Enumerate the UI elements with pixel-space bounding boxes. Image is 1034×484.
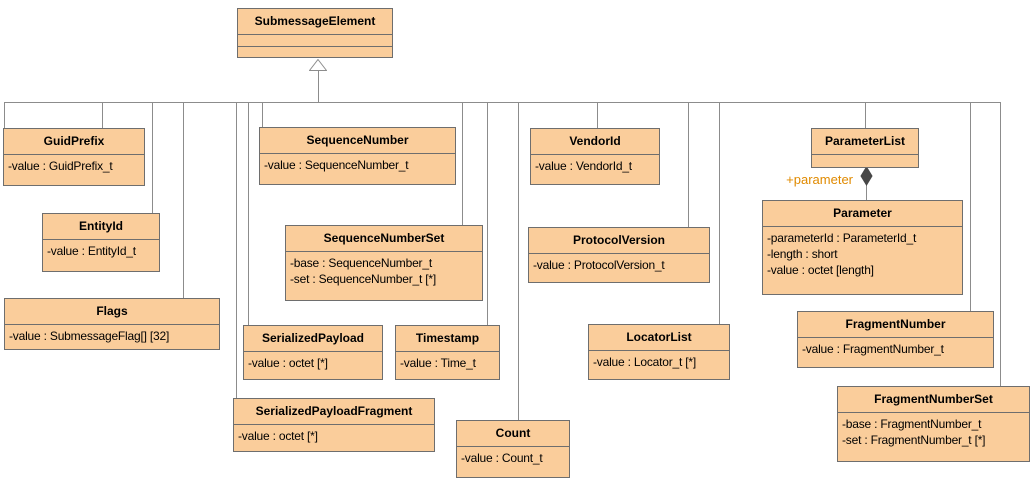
- generalization-drop-protocolversion: [688, 102, 689, 227]
- class-parameter[interactable]: Parameter -parameterId : ParameterId_t -…: [762, 200, 963, 295]
- class-title: FragmentNumber: [845, 317, 946, 331]
- attributes-compartment: -value : octet [*]: [234, 424, 434, 451]
- composition-diamond-icon: [860, 166, 873, 186]
- class-submessageelement[interactable]: SubmessageElement: [237, 8, 393, 58]
- attributes-compartment: -base : FragmentNumber_t -set : Fragment…: [838, 412, 1029, 461]
- generalization-riser: [318, 71, 319, 103]
- attributes-compartment: -value : GuidPrefix_t: [4, 154, 144, 185]
- generalization-drop-serializedpayloadfragment: [236, 102, 237, 398]
- class-vendorid[interactable]: VendorId -value : VendorId_t: [530, 128, 660, 185]
- class-attribute: -value : EntityId_t: [47, 244, 136, 258]
- class-title: ProtocolVersion: [572, 233, 666, 247]
- class-attribute: -value : ProtocolVersion_t: [533, 258, 665, 272]
- attributes-compartment-empty: [238, 34, 392, 46]
- class-attribute: -value : Time_t: [400, 356, 476, 370]
- class-protocolversion[interactable]: ProtocolVersion -value : ProtocolVersion…: [528, 227, 710, 283]
- attributes-compartment: -value : FragmentNumber_t: [798, 337, 993, 367]
- generalization-drop-fragmentnumber: [970, 102, 971, 311]
- class-title: SequenceNumber: [306, 133, 409, 147]
- class-title: LocatorList: [626, 330, 692, 344]
- class-locatorlist[interactable]: LocatorList -value : Locator_t [*]: [588, 324, 730, 380]
- operations-compartment-empty: [238, 45, 392, 58]
- class-attribute: -value : VendorId_t: [535, 159, 632, 173]
- class-flags[interactable]: Flags -value : SubmessageFlag[] [32]: [4, 298, 220, 350]
- class-sequencenumberset[interactable]: SequenceNumberSet -base : SequenceNumber…: [285, 225, 483, 301]
- generalization-drop-parameterlist: [865, 102, 866, 128]
- generalization-drop-sequencenumber: [262, 102, 263, 127]
- generalization-drop-guidprefix-left: [4, 102, 5, 128]
- class-timestamp[interactable]: Timestamp -value : Time_t: [395, 325, 500, 380]
- class-attribute: -value : octet [length]: [767, 263, 874, 277]
- generalization-arrow-icon: [309, 59, 327, 71]
- class-title: SerializedPayload: [261, 331, 365, 345]
- class-title: SubmessageElement: [254, 14, 376, 28]
- class-attribute: -value : octet [*]: [238, 429, 318, 443]
- attributes-compartment-empty: [812, 154, 918, 167]
- attributes-compartment: -value : ProtocolVersion_t: [529, 253, 709, 282]
- class-title: EntityId: [79, 219, 123, 233]
- attributes-compartment: -value : VendorId_t: [531, 154, 659, 184]
- composition-line: [866, 185, 867, 200]
- attributes-compartment: -value : EntityId_t: [43, 239, 159, 271]
- class-fragmentnumber[interactable]: FragmentNumber -value : FragmentNumber_t: [797, 311, 994, 368]
- class-parameterlist[interactable]: ParameterList: [811, 128, 919, 168]
- attributes-compartment: -parameterId : ParameterId_t -length : s…: [763, 226, 962, 294]
- class-title: ParameterList: [824, 134, 906, 148]
- attributes-compartment: -value : Time_t: [396, 351, 499, 379]
- attributes-compartment: -value : octet [*]: [244, 351, 382, 379]
- class-attribute: -length : short: [767, 247, 838, 261]
- class-title: SerializedPayloadFragment: [255, 404, 413, 418]
- class-attribute: -value : Locator_t [*]: [593, 355, 696, 369]
- attributes-compartment: -value : SequenceNumber_t: [260, 153, 455, 184]
- class-title: Timestamp: [415, 331, 480, 345]
- class-count[interactable]: Count -value : Count_t: [456, 420, 570, 478]
- class-title: SequenceNumberSet: [323, 231, 445, 245]
- class-title: Parameter: [833, 206, 892, 220]
- class-sequencenumber[interactable]: SequenceNumber -value : SequenceNumber_t: [259, 127, 456, 185]
- attributes-compartment: -value : Count_t: [457, 446, 569, 477]
- class-guidprefix[interactable]: GuidPrefix -value : GuidPrefix_t: [3, 128, 145, 186]
- attributes-compartment: -value : SubmessageFlag[] [32]: [5, 324, 219, 349]
- class-attribute: -value : Count_t: [461, 451, 543, 465]
- generalization-drop-sequencenumberset: [462, 102, 463, 225]
- composition-role-label: +parameter: [786, 172, 853, 187]
- generalization-drop-flags: [183, 102, 184, 298]
- attributes-compartment: -value : Locator_t [*]: [589, 350, 729, 379]
- class-fragmentnumberset[interactable]: FragmentNumberSet -base : FragmentNumber…: [837, 386, 1030, 462]
- class-entityid[interactable]: EntityId -value : EntityId_t: [42, 213, 160, 272]
- class-title: GuidPrefix: [43, 134, 105, 148]
- class-attribute: -set : FragmentNumber_t [*]: [842, 433, 986, 447]
- attributes-compartment: -base : SequenceNumber_t -set : Sequence…: [286, 251, 482, 300]
- class-title: Flags: [96, 304, 128, 318]
- class-attribute: -value : GuidPrefix_t: [8, 159, 113, 173]
- generalization-drop-guidprefix: [102, 102, 103, 128]
- class-attribute: -base : SequenceNumber_t: [290, 256, 432, 270]
- generalization-drop-entityid: [152, 102, 153, 213]
- generalization-drop-fragmentnumberset: [1000, 102, 1001, 386]
- class-attribute: -base : FragmentNumber_t: [842, 417, 982, 431]
- class-attribute: -value : octet [*]: [248, 356, 328, 370]
- class-attribute: -value : FragmentNumber_t: [802, 342, 944, 356]
- generalization-bus: [4, 102, 1001, 103]
- class-serializedpayloadfragment[interactable]: SerializedPayloadFragment -value : octet…: [233, 398, 435, 452]
- class-attribute: -value : SequenceNumber_t: [264, 158, 409, 172]
- class-title: Count: [495, 426, 531, 440]
- generalization-drop-count: [518, 102, 519, 420]
- class-title: VendorId: [569, 134, 621, 148]
- class-attribute: -set : SequenceNumber_t [*]: [290, 272, 437, 286]
- generalization-drop-timestamp: [487, 102, 488, 325]
- class-attribute: -value : SubmessageFlag[] [32]: [9, 329, 170, 343]
- class-serializedpayload[interactable]: SerializedPayload -value : octet [*]: [243, 325, 383, 380]
- generalization-drop-locatorlist: [719, 102, 720, 324]
- class-title: FragmentNumberSet: [874, 392, 993, 406]
- class-attribute: -parameterId : ParameterId_t: [767, 231, 917, 245]
- generalization-drop-serializedpayload: [248, 102, 249, 325]
- generalization-drop-vendorid: [597, 102, 598, 128]
